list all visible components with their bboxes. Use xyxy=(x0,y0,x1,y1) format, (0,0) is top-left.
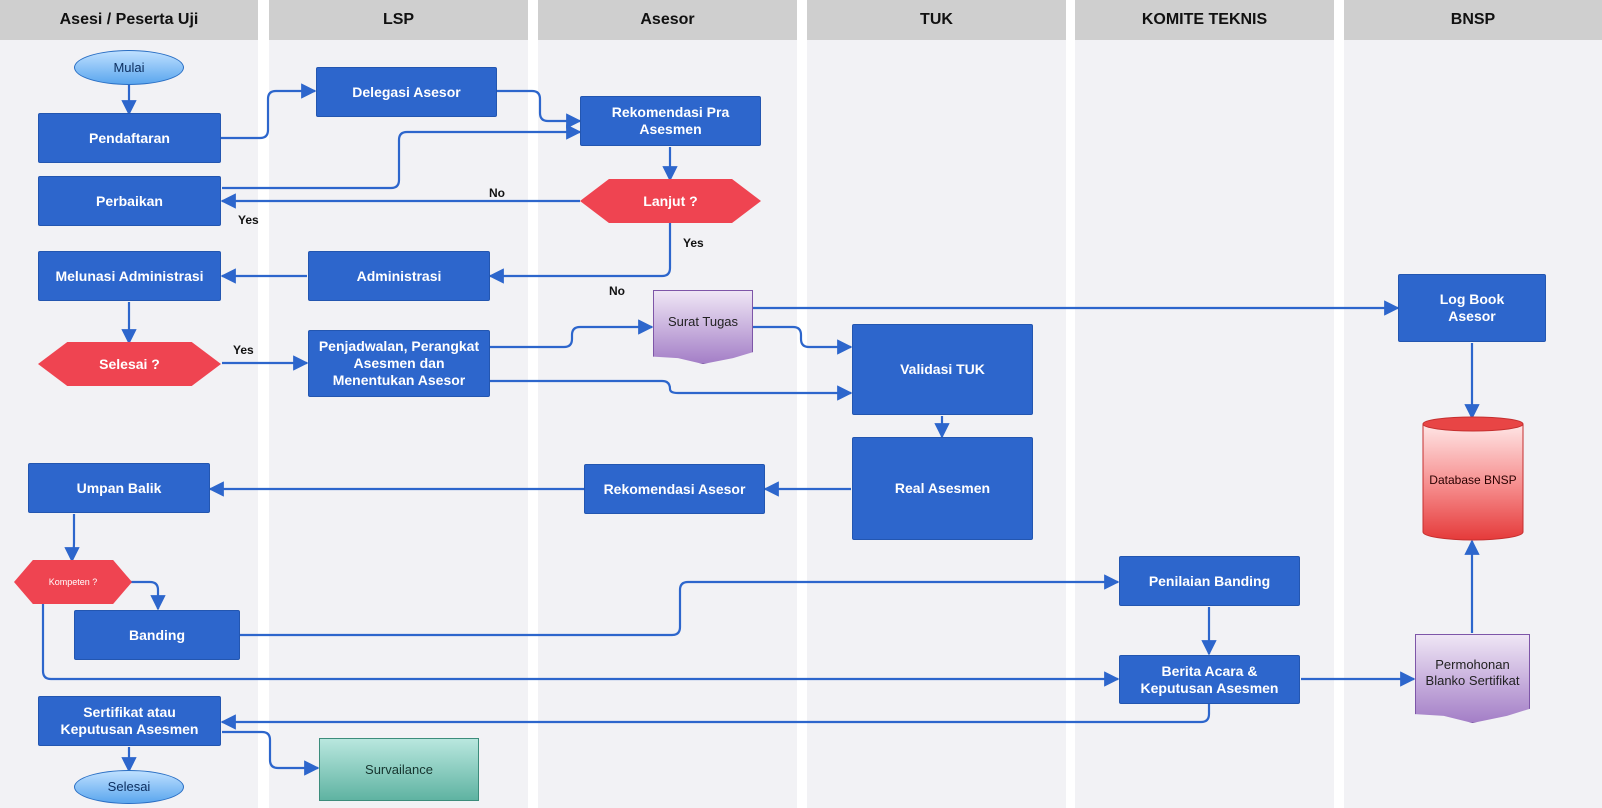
lane-title: BNSP xyxy=(1344,0,1602,40)
edge-label-no: No xyxy=(489,186,505,200)
node-label: Delegasi Asesor xyxy=(352,83,461,100)
process-survailance: Survailance xyxy=(319,738,479,801)
edge-umpan-kompeten xyxy=(64,514,80,563)
lane-title: Asesi / Peserta Uji xyxy=(0,0,258,40)
node-label: Kompeten ? xyxy=(48,576,98,587)
edge-label-yes: Yes xyxy=(238,213,259,227)
edge-penjadwalan-surat xyxy=(490,319,654,349)
node-label: Melunasi Administrasi xyxy=(55,267,204,284)
database-bnsp-label: Database BNSP xyxy=(1422,460,1524,500)
node-label: Log Book Asesor xyxy=(1439,291,1505,324)
node-label: Surat Tugas xyxy=(667,314,739,330)
node-label: Lanjut ? xyxy=(643,192,698,209)
decision-lanjut: Lanjut ? xyxy=(580,179,761,223)
node-label: Penjadwalan, Perangkat Asesmen dan Menen… xyxy=(318,338,480,388)
edge-perbaikan-rekomendasi xyxy=(222,124,582,190)
node-label: Penilaian Banding xyxy=(1148,572,1271,589)
node-label: Banding xyxy=(129,626,185,643)
lane-title: KOMITE TEKNIS xyxy=(1075,0,1334,40)
node-label: Administrasi xyxy=(356,267,442,284)
node-label: Mulai xyxy=(113,59,145,75)
node-label: Sertifikat atau Keputusan Asesmen xyxy=(60,704,199,737)
process-sertifikat: Sertifikat atau Keputusan Asesmen xyxy=(38,696,221,746)
process-log-book-asesor: Log Book Asesor xyxy=(1398,274,1546,342)
edge-label-yes: Yes xyxy=(233,343,254,357)
edge-sertifikat-survailance xyxy=(222,730,320,776)
edge-kompeten-banding xyxy=(130,580,166,611)
node-label: Validasi TUK xyxy=(900,361,985,378)
lane-title: TUK xyxy=(807,0,1066,40)
edge-pendaftaran-delegasi xyxy=(220,83,317,140)
edge-berita-sertifikat xyxy=(220,704,1211,730)
process-melunasi-administrasi: Melunasi Administrasi xyxy=(38,251,221,301)
process-perbaikan: Perbaikan xyxy=(38,176,221,226)
database-cylinder-icon xyxy=(1422,416,1524,541)
process-pendaftaran: Pendaftaran xyxy=(38,113,221,163)
decision-kompeten: Kompeten ? xyxy=(14,560,132,604)
start-terminal: Mulai xyxy=(74,50,184,85)
edge-label-yes: Yes xyxy=(683,236,704,250)
document-permohonan-blanko: Permohonan Blanko Sertifikat xyxy=(1415,634,1530,723)
end-terminal: Selesai xyxy=(74,770,184,804)
process-penjadwalan: Penjadwalan, Perangkat Asesmen dan Menen… xyxy=(308,330,490,397)
edge-penjadwalan-validasi xyxy=(490,379,853,401)
edge-delegasi-rekomendasi xyxy=(497,89,582,129)
node-label: Umpan Balik xyxy=(76,479,162,496)
node-label: Selesai ? xyxy=(99,355,160,372)
node-label: Selesai xyxy=(107,779,151,795)
node-label: Real Asesmen xyxy=(894,480,991,497)
process-berita-acara: Berita Acara & Keputusan Asesmen xyxy=(1119,655,1300,704)
process-banding: Banding xyxy=(74,610,240,660)
lane-lsp: LSP xyxy=(269,0,528,808)
process-rekomendasi-asesor: Rekomendasi Asesor xyxy=(584,464,765,514)
edge-label-no: No xyxy=(609,284,625,298)
node-label: Permohonan Blanko Sertifikat xyxy=(1425,656,1520,688)
node-label: Perbaikan xyxy=(96,192,163,209)
process-delegasi-asesor: Delegasi Asesor xyxy=(316,67,497,117)
lane-title: LSP xyxy=(269,0,528,40)
process-penilaian-banding: Penilaian Banding xyxy=(1119,556,1300,606)
node-label: Berita Acara & Keputusan Asesmen xyxy=(1140,662,1279,696)
node-label: Pendaftaran xyxy=(89,129,170,146)
process-validasi-tuk: Validasi TUK xyxy=(852,324,1033,415)
process-rekomendasi-pra-asesmen: Rekomendasi Pra Asesmen xyxy=(580,96,761,146)
edge-lanjut-administrasi xyxy=(488,222,672,284)
edge-banding-penilaian xyxy=(240,574,1120,637)
node-label: Survailance xyxy=(365,761,433,777)
process-umpan-balik: Umpan Balik xyxy=(28,463,210,513)
node-label: Rekomendasi Asesor xyxy=(603,480,746,497)
process-administrasi: Administrasi xyxy=(308,251,490,301)
edge-surat-validasi xyxy=(752,325,853,355)
lane-title: Asesor xyxy=(538,0,797,40)
decision-selesai: Selesai ? xyxy=(38,342,221,386)
node-label: Database BNSP xyxy=(1429,472,1517,487)
node-label: Rekomendasi Pra Asesmen xyxy=(611,104,730,137)
edge-kompeten-berita xyxy=(41,603,1120,687)
process-real-asesmen: Real Asesmen xyxy=(852,437,1033,540)
document-surat-tugas: Surat Tugas xyxy=(653,290,753,364)
